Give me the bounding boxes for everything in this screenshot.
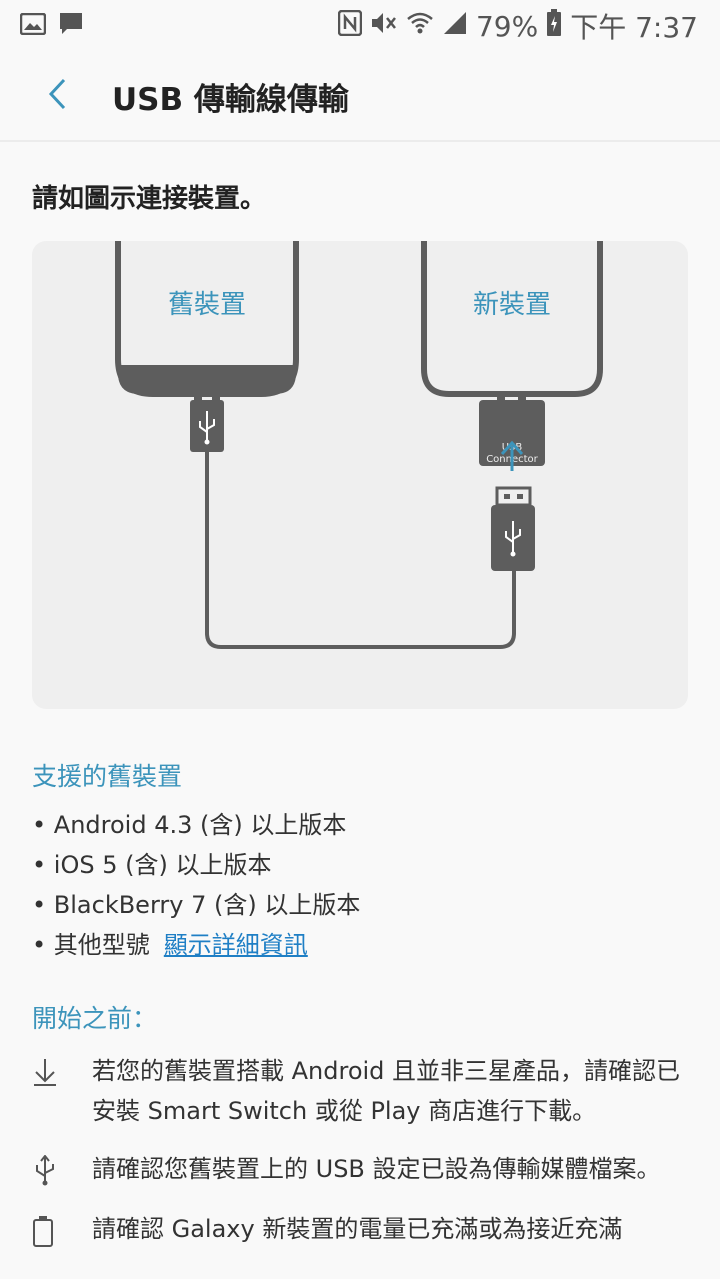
old-device-illustration (115, 241, 299, 397)
list-item: 請確認 Galaxy 新裝置的電量已充滿或為接近充滿 (32, 1209, 688, 1251)
list-item: • iOS 5 (含) 以上版本 (32, 851, 272, 879)
page-title: USB 傳輸線傳輸 (112, 81, 349, 118)
old-device-usb-plug (190, 394, 224, 452)
usb-plug-illustration (491, 486, 535, 571)
battery-percent: 79% (475, 9, 539, 43)
list-item: • Android 4.3 (含) 以上版本 (32, 811, 347, 839)
old-device-label: 舊裝置 (168, 290, 246, 320)
usb-cable (205, 452, 516, 649)
list-item: 若您的舊裝置搭載 Android 且並非三星產品，請確認已安裝 Smart Sw… (32, 1051, 688, 1131)
battery-icon (546, 8, 562, 44)
list-item: • BlackBerry 7 (含) 以上版本 (32, 891, 361, 919)
gallery-icon (19, 12, 47, 39)
instruction-text: 請如圖示連接裝置。 (32, 184, 267, 214)
before-start-title: 開始之前： (32, 1004, 158, 1033)
supported-devices-list: • Android 4.3 (含) 以上版本 • iOS 5 (含) 以上版本 … (32, 805, 688, 965)
status-bar: 79% 下午 7:37 (0, 0, 720, 52)
arrow-up-icon (500, 440, 524, 471)
nfc-icon (337, 9, 363, 43)
new-device-illustration (421, 241, 603, 397)
usb-connector-adapter (479, 394, 545, 466)
supported-devices-title: 支援的舊裝置 (32, 762, 183, 791)
mute-icon (370, 10, 398, 43)
before-start-steps: 若您的舊裝置搭載 Android 且並非三星產品，請確認已安裝 Smart Sw… (32, 1051, 688, 1251)
other-models-label: • 其他型號 (32, 931, 150, 959)
app-header: USB 傳輸線傳輸 (0, 52, 720, 142)
content: 請如圖示連接裝置。 舊裝置 新裝置 (32, 142, 688, 1269)
connection-diagram: 舊裝置 新裝置 (32, 241, 688, 709)
battery-outline-icon (32, 1215, 54, 1251)
list-item: 請確認您舊裝置上的 USB 設定已設為傳輸媒體檔案。 (32, 1149, 688, 1191)
step-text: 請確認您舊裝置上的 USB 設定已設為傳輸媒體檔案。 (92, 1155, 661, 1183)
step-text: 請確認 Galaxy 新裝置的電量已充滿或為接近充滿 (92, 1215, 623, 1243)
show-details-link[interactable]: 顯示詳細資訊 (163, 931, 308, 959)
status-time: 下午 7:37 (570, 11, 698, 44)
download-icon (32, 1057, 58, 1131)
message-icon (58, 11, 84, 41)
chevron-left-icon (46, 77, 68, 115)
wifi-icon (406, 10, 434, 43)
new-device-label: 新裝置 (473, 290, 551, 320)
back-button[interactable] (22, 51, 92, 141)
step-text: 若您的舊裝置搭載 Android 且並非三星產品，請確認已安裝 Smart Sw… (92, 1057, 681, 1125)
list-item: • 其他型號顯示詳細資訊 (32, 925, 688, 965)
signal-icon (442, 10, 468, 43)
usb-icon (32, 1154, 58, 1191)
